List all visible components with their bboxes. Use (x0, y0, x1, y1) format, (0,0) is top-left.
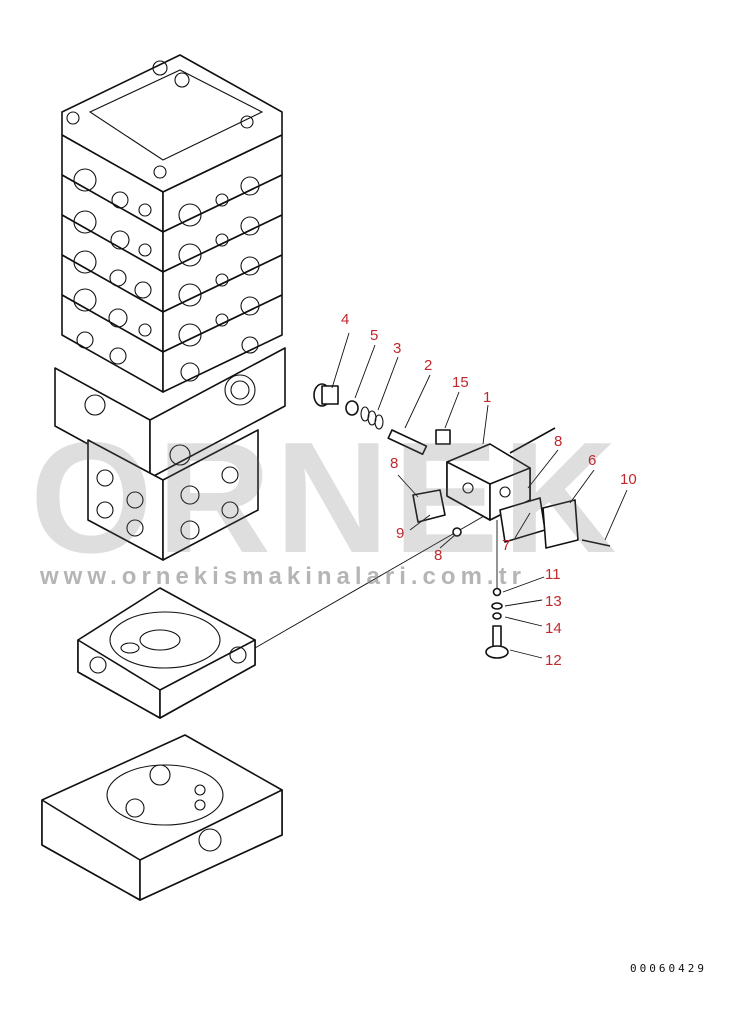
watermark: ORNEK www.ornekismakinalari.com.tr (30, 410, 621, 590)
fitting-part (435, 429, 451, 445)
cover-block-part (412, 489, 446, 523)
spring-part (360, 406, 384, 430)
callout-labels: 4 5 3 2 15 1 8 8 6 10 9 8 7 11 13 14 12 (341, 311, 637, 669)
callout-4: 4 (341, 311, 349, 328)
callout-8-bottom: 8 (434, 547, 442, 564)
callout-6: 6 (588, 452, 596, 469)
callout-11: 11 (545, 566, 561, 583)
callout-9: 9 (396, 525, 404, 542)
small-ring-part (452, 527, 462, 537)
o-ring-part (345, 400, 359, 416)
bolt-part (581, 539, 611, 547)
valve-base-plate (77, 587, 256, 719)
control-valve-stack (54, 54, 286, 561)
callout-15: 15 (452, 374, 469, 391)
valve-end-cover (41, 734, 283, 901)
callout-14: 14 (545, 620, 562, 637)
callout-7: 7 (502, 537, 510, 554)
callout-12: 12 (545, 652, 562, 669)
seal-part (492, 612, 502, 620)
watermark-brand: ORNEK (30, 410, 621, 586)
check-valve-part (485, 625, 509, 659)
callout-5: 5 (370, 327, 378, 344)
valve-block-part (446, 443, 531, 521)
watermark-url: www.ornekismakinalari.com.tr (39, 563, 526, 590)
callout-3: 3 (393, 340, 401, 357)
end-block-part (542, 499, 579, 549)
callout-13: 13 (545, 593, 562, 610)
valve-spool-part (387, 429, 428, 456)
callout-8-left: 8 (390, 455, 398, 472)
washer-part (491, 602, 503, 610)
plug-part (313, 383, 339, 407)
callout-8-top: 8 (554, 433, 562, 450)
callout-2: 2 (424, 357, 432, 374)
callout-leaders (331, 332, 628, 659)
document-number: 00060429 (630, 962, 707, 975)
sub-valve-assembly (313, 383, 611, 659)
callout-1: 1 (483, 389, 491, 406)
callout-10: 10 (620, 471, 637, 488)
ball-part (492, 587, 502, 597)
